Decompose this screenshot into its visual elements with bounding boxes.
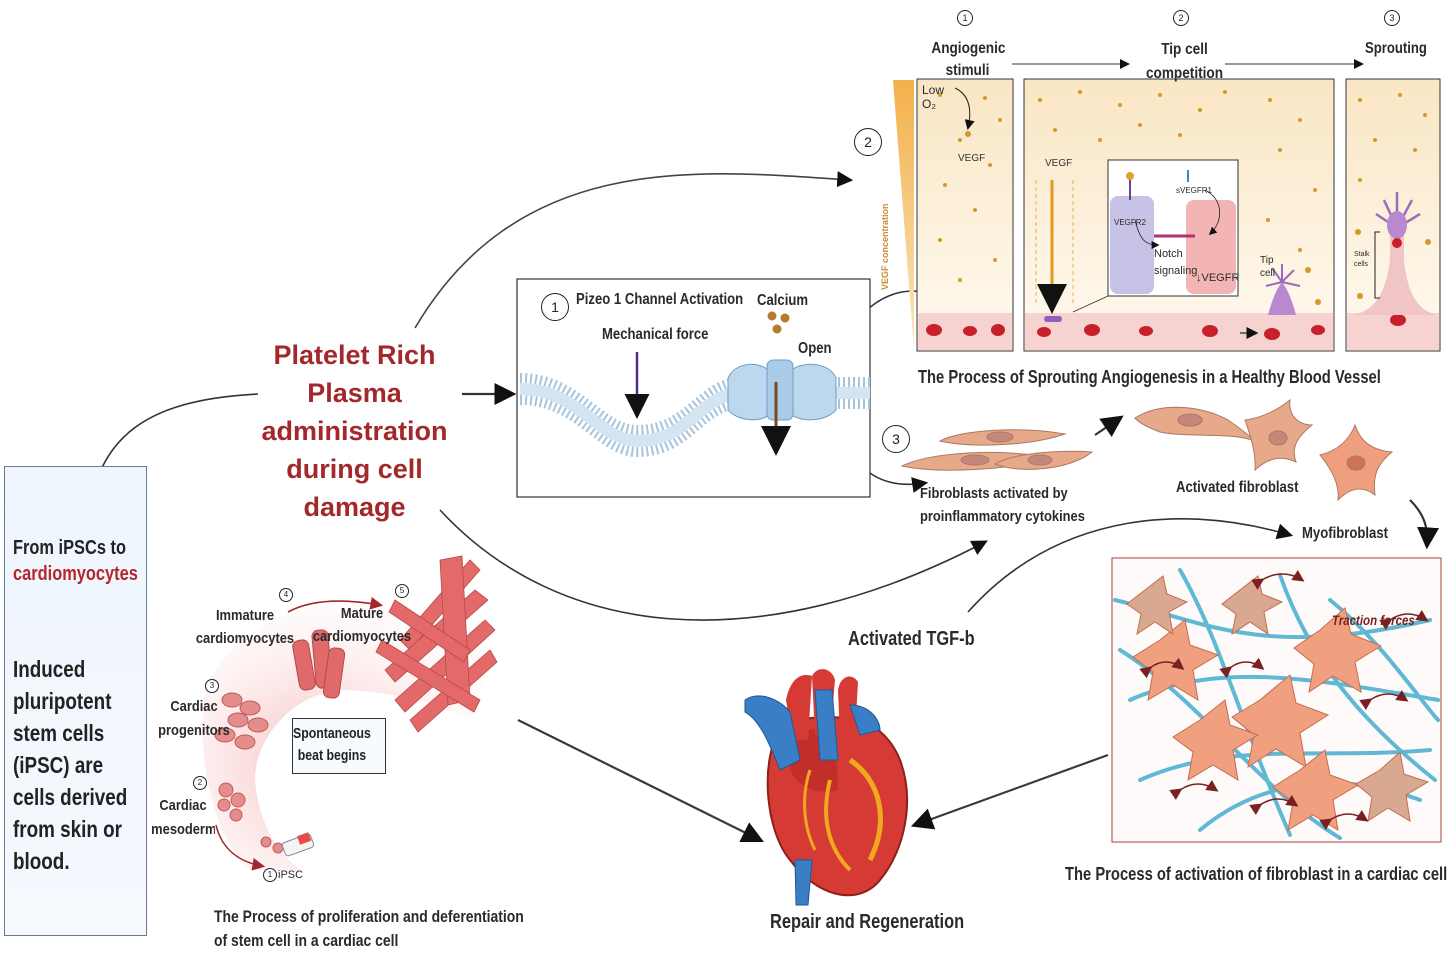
cardiac-progenitors-label: Cardiac progenitors (158, 698, 230, 739)
angio-stage-3-number: 3 (1384, 10, 1400, 26)
low-o2-label: Low O₂ (922, 83, 945, 111)
stem-stage-2-number: 2 (193, 776, 207, 790)
calcium-label: Calcium (757, 292, 809, 309)
vegf-concentration-label: VEGF concentration (880, 203, 890, 290)
angiogenesis-caption: The Process of Sprouting Angiogenesis in… (918, 367, 1381, 387)
spontaneous-beat-label: Spontaneous beat begins (293, 725, 371, 764)
myofibroblast-panel (1111, 557, 1442, 843)
spontaneous-beat-box: Spontaneous beat begins (292, 718, 386, 774)
activated-fibroblast-label: Activated fibroblast (1176, 479, 1299, 496)
stem-stage-5-number: 5 (395, 584, 409, 598)
prp-title: Platelet Rich Plasma administration duri… (261, 340, 448, 522)
stem-caption-line2: of stem cell in a cardiac cell (214, 931, 399, 950)
piezo-panel (516, 278, 871, 498)
angiogenesis-panels (893, 78, 1441, 352)
fibroblast-cells (900, 398, 1394, 502)
svegfr1-label: sVEGFR1 (1176, 186, 1213, 195)
stem-stage-4-number: 4 (279, 588, 293, 602)
ipsc-body: Induced pluripotent stem cells (iPSC) ar… (13, 656, 128, 874)
notch-signaling-label: Notch signaling (1154, 248, 1198, 277)
immature-cardiomyocytes-label: Immature cardiomyocytes (195, 607, 295, 647)
ipsc-heading: From iPSCs to cardiomyocytes (13, 535, 165, 587)
vegf-label-2: VEGF (1045, 158, 1073, 169)
heart-illustration (744, 669, 909, 906)
ipsc-heading-line1: From iPSCs to (13, 537, 126, 559)
cardiac-mesoderm-label: Cardiac mesoderm (151, 797, 215, 838)
vegf-label-1: VEGF (958, 153, 986, 164)
ipsc-panel: From iPSCs to cardiomyocytes Induced plu… (4, 466, 147, 936)
vegfr-down-label: ↓VEGFR (1196, 272, 1240, 284)
stem-cell-diagram (202, 555, 498, 871)
mature-cardiomyocytes-label: Mature cardiomyocytes (312, 605, 412, 645)
mechanical-force-label: Mechanical force (602, 326, 709, 343)
angio-stage-1-label: Angiogenic stimuli (931, 40, 1006, 79)
ipsc-heading-line2: cardiomyocytes (13, 563, 138, 585)
repair-label: Repair and Regeneration (770, 911, 965, 933)
traction-forces-label: Traction forces (1332, 612, 1415, 628)
stalk-cells-label: Stalk cells (1354, 251, 1370, 268)
stem-stage-3-number: 3 (205, 679, 219, 693)
angio-stage-1-number: 1 (957, 10, 973, 26)
angio-stage-3-label: Sprouting (1365, 40, 1427, 57)
vegfr2-label: VEGFR2 (1114, 218, 1147, 227)
fibroblast-caption: The Process of activation of fibroblast … (1065, 864, 1448, 884)
fibroblast-step-number: 3 (882, 425, 910, 453)
tgf-label: Activated TGF-b (848, 628, 975, 650)
stem-caption-line1: The Process of proliferation and deferen… (214, 907, 524, 926)
stage-arrows (1012, 59, 1364, 69)
angiogenesis-step-number: 2 (854, 128, 882, 156)
ipsc-stage-label: iPSC (278, 869, 304, 881)
angio-stage-2-label: Tip cell competition (1145, 41, 1224, 82)
fibroblasts-activated-label: Fibroblasts activated by proinflammatory… (920, 485, 1085, 525)
piezo-title: Pizeo 1 Channel Activation (576, 291, 744, 308)
tip-cell-label: Tip cell (1260, 255, 1276, 279)
piezo-step-number: 1 (541, 293, 569, 321)
angio-stage-2-number: 2 (1173, 10, 1189, 26)
stem-stage-1-number: 1 (263, 868, 277, 882)
open-label: Open (798, 340, 832, 357)
myofibroblast-label: Myofibroblast (1302, 525, 1389, 542)
